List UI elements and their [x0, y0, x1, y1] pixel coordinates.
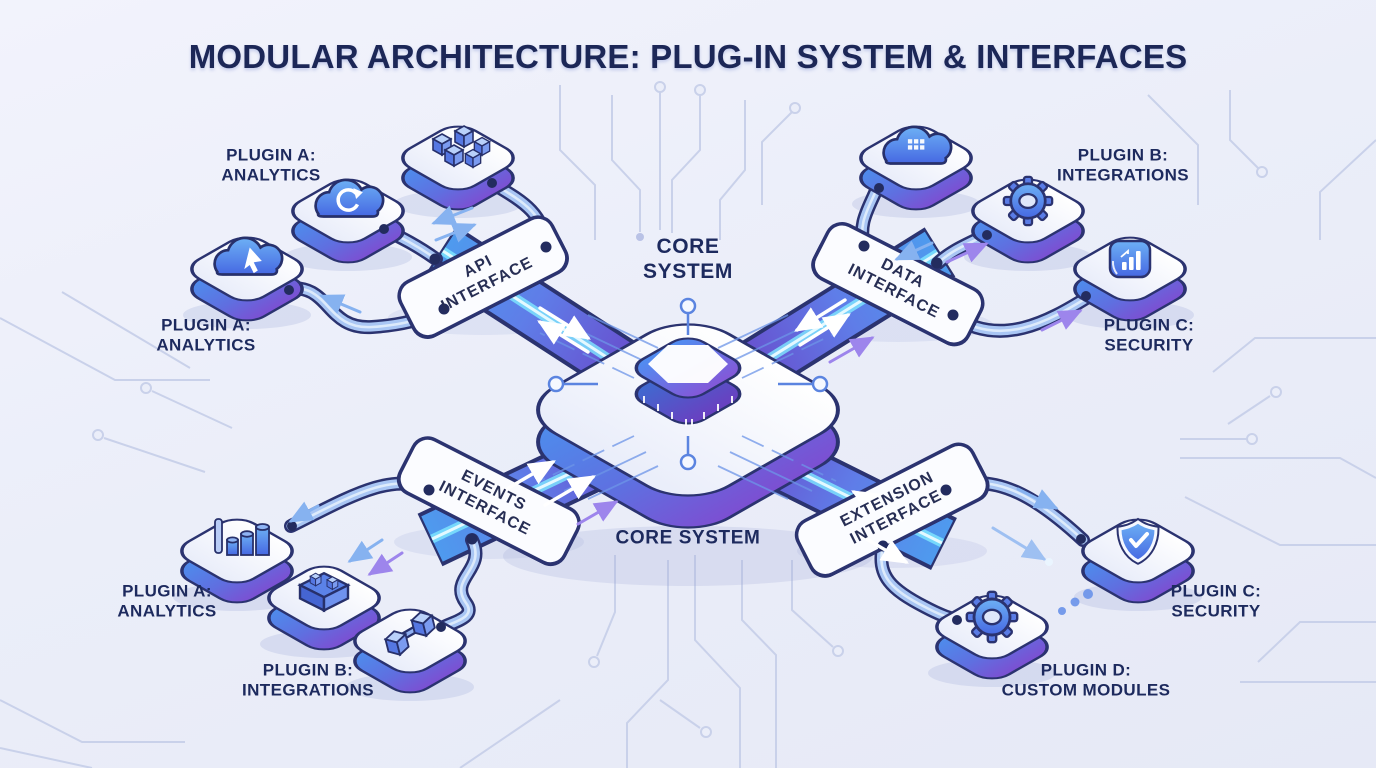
core-node-circles — [547, 297, 829, 471]
interface-plate-data — [811, 221, 985, 347]
label-line1: PLUGIN C: — [1170, 581, 1262, 601]
bar-chart-icon — [214, 518, 270, 556]
cloud-cursor-icon — [213, 236, 284, 276]
label-plugin-a-upper-left: PLUGIN A: ANALYTICS — [221, 146, 320, 187]
module-box-icon — [297, 571, 351, 613]
label-core-system-bottom: CORE SYSTEM — [616, 528, 761, 551]
plugin-tile-bar-chart — [170, 512, 304, 610]
plugin-tile-cloud-upload — [180, 230, 314, 328]
label-line1: PLUGIN A: — [161, 315, 251, 335]
shield-check-icon — [1116, 517, 1160, 565]
label-line1: PLUGIN A: — [226, 145, 316, 165]
label-line2: SECURITY — [1104, 336, 1194, 355]
label-line1: CORE — [656, 234, 720, 258]
cloud-database-icon — [882, 125, 953, 165]
label-line1: PLUGIN A: — [122, 581, 212, 601]
plugin-tile-cloud-sync — [281, 172, 415, 270]
label-line1: PLUGIN B: — [1077, 145, 1169, 165]
label-line2: ANALYTICS — [221, 166, 321, 185]
connector-plug-icon — [383, 608, 438, 659]
label-plugin-b-lower-left: PLUGIN B: INTEGRATIONS — [242, 661, 374, 702]
gear-icon — [1002, 175, 1054, 227]
plugin-tile-connector — [343, 602, 477, 700]
circuit-trace-group — [0, 81, 1376, 768]
label-plugin-c-lower-right: PLUGIN C: SECURITY — [1171, 582, 1261, 623]
label-line2: SECURITY — [1171, 602, 1261, 621]
plugin-tile-cloud-database — [849, 119, 983, 217]
label-line2: SYSTEM — [643, 260, 733, 283]
label-core-system-top: CORE SYSTEM — [643, 234, 733, 284]
interface-plate-group — [396, 215, 990, 578]
diagram-title: MODULAR ARCHITECTURE: PLUG-IN SYSTEM & I… — [188, 38, 1188, 75]
label-plugin-c-mid-right: PLUGIN C: SECURITY — [1104, 316, 1194, 357]
processor-chip-icon — [634, 337, 742, 426]
label-line1: PLUGIN B: — [262, 660, 354, 680]
core-platform — [536, 297, 840, 529]
label-line1: CORE SYSTEM — [615, 527, 761, 549]
label-plugin-b-upper-right: PLUGIN B: INTEGRATIONS — [1057, 146, 1189, 187]
ellipsis-dots — [1058, 589, 1093, 615]
plugin-tile-shield-chart — [1063, 230, 1197, 328]
gear-icon — [965, 590, 1019, 644]
plugin-tile-shield-check — [1071, 512, 1205, 610]
shield-chart-icon — [1108, 239, 1152, 279]
label-line2: INTEGRATIONS — [242, 681, 374, 700]
label-line2: ANALYTICS — [117, 602, 217, 621]
label-line1: PLUGIN D: — [1040, 660, 1132, 680]
label-plugin-a-lower-left: PLUGIN A: ANALYTICS — [117, 582, 216, 623]
label-line2: INTEGRATIONS — [1057, 166, 1189, 185]
label-line2: ANALYTICS — [156, 336, 256, 355]
plugin-tile-module-box — [257, 559, 391, 657]
label-line1: PLUGIN C: — [1103, 315, 1195, 335]
plugin-tile-group — [170, 119, 1205, 700]
tile-sockets — [284, 178, 1091, 632]
label-line2: CUSTOM MODULES — [1001, 681, 1171, 700]
cloud-sync-icon — [314, 178, 385, 218]
label-plugin-d-lower-right: PLUGIN D: CUSTOM MODULES — [1002, 661, 1171, 702]
flow-arrow-group — [288, 205, 1083, 576]
label-plugin-a-mid-left: PLUGIN A: ANALYTICS — [156, 316, 255, 357]
interface-plate-events — [396, 436, 581, 567]
